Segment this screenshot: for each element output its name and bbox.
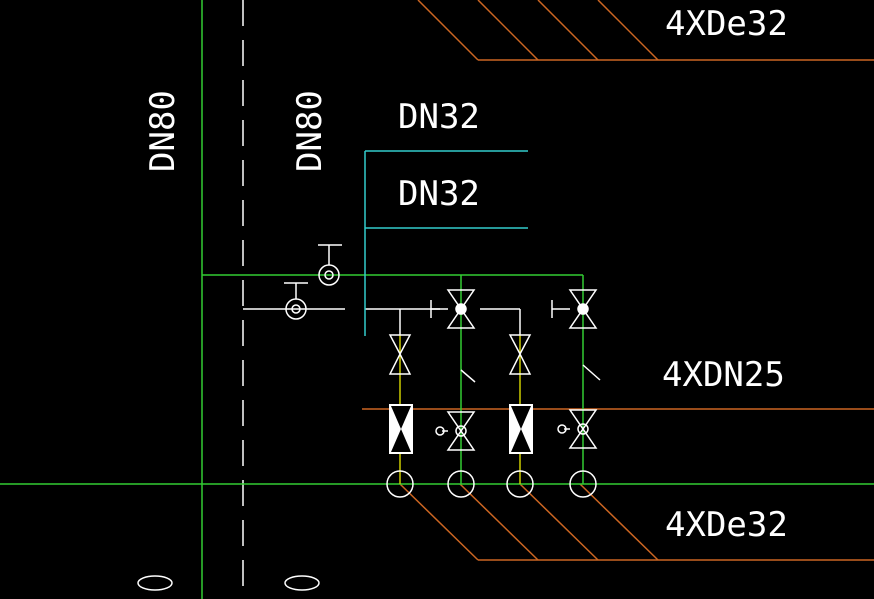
pipe-cyan — [364, 150, 528, 336]
label-branch-top: DN32 — [398, 97, 480, 137]
pipe-white-branch — [243, 308, 521, 335]
valve-stack-1 — [386, 334, 414, 498]
label-header-bottom: 4XDe32 — [665, 505, 788, 545]
label-pipe-left: DN80 — [143, 90, 183, 172]
label-header-mid: 4XDN25 — [662, 355, 785, 395]
label-branch-bottom: DN32 — [398, 174, 480, 214]
bottom-symbols — [137, 575, 320, 591]
hatch-bottom — [399, 483, 874, 561]
gauge-bottom — [284, 282, 308, 320]
label-header-top: 4XDe32 — [665, 4, 788, 44]
valve-stack-3 — [506, 334, 534, 498]
pipe-green-branch — [202, 274, 584, 290]
gauge-top — [318, 244, 342, 286]
valve-stack-2 — [430, 275, 476, 498]
hatch-top — [417, 0, 874, 61]
label-pipe-right: DN80 — [290, 90, 330, 172]
valve-stack-4 — [551, 289, 601, 498]
